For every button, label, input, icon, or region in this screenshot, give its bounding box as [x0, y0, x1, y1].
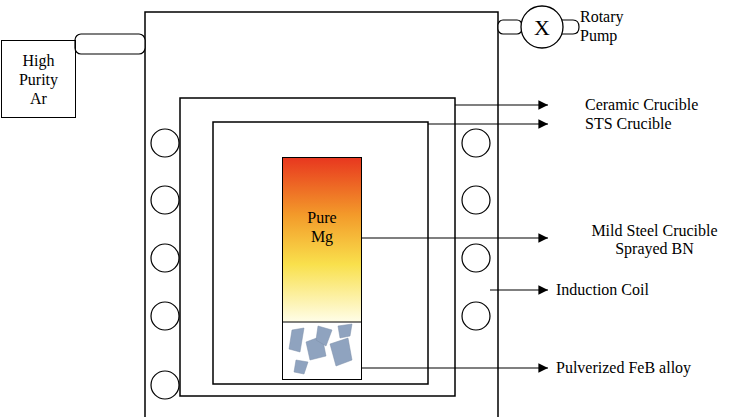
- leader-line: [490, 289, 548, 290]
- pump-label: Rotary Pump: [580, 7, 642, 45]
- leader-line: [362, 237, 548, 238]
- part-label: STS Crucible: [585, 115, 672, 133]
- part-label: Ceramic Crucible: [585, 96, 698, 114]
- leader-line: [362, 367, 548, 368]
- leader-line: [455, 104, 548, 105]
- coil-turn: [151, 244, 179, 272]
- leader-lines: [362, 105, 548, 368]
- part-label: Mild Steel Crucible Sprayed BN: [582, 222, 727, 258]
- induction-coils: [151, 129, 490, 399]
- part-label: Induction Coil: [556, 281, 649, 299]
- pump-symbol: XRotary Pump: [520, 5, 564, 49]
- gas-pipe: [75, 34, 145, 54]
- gas-label: High Purity Ar: [13, 51, 65, 108]
- coil-turn: [462, 302, 490, 330]
- coil-turn: [151, 186, 179, 214]
- charge-boundary: [282, 322, 362, 323]
- part-label: Pulverized FeB alloy: [556, 359, 691, 377]
- coil-turn: [462, 244, 490, 272]
- gas-cylinder-box: High Purity Ar: [1, 40, 76, 118]
- pump-mark: X: [534, 18, 550, 37]
- melt-label: Pure Mg: [300, 208, 344, 246]
- feb-flake: [316, 326, 332, 346]
- feb-flakes: [289, 324, 352, 374]
- leader-line: [428, 123, 548, 124]
- ceramic-crucible: [180, 98, 455, 396]
- mild-steel-crucible: Pure Mg: [282, 157, 362, 380]
- feb-flake: [294, 360, 308, 374]
- feb-flake: [289, 328, 304, 352]
- vacuum-chamber: [145, 12, 498, 417]
- coil-turn: [151, 129, 179, 157]
- coil-turn: [151, 302, 179, 330]
- pump-pipe: [498, 20, 522, 34]
- feb-flake: [338, 324, 352, 338]
- pump-outlet: [562, 20, 579, 34]
- coil-turn: [151, 371, 179, 399]
- feb-flake: [330, 338, 352, 366]
- molten-magnesium: [282, 157, 362, 322]
- coil-turn: [462, 129, 490, 157]
- sts-crucible: [213, 122, 428, 384]
- pump-circle: [521, 6, 563, 48]
- coil-turn: [462, 186, 490, 214]
